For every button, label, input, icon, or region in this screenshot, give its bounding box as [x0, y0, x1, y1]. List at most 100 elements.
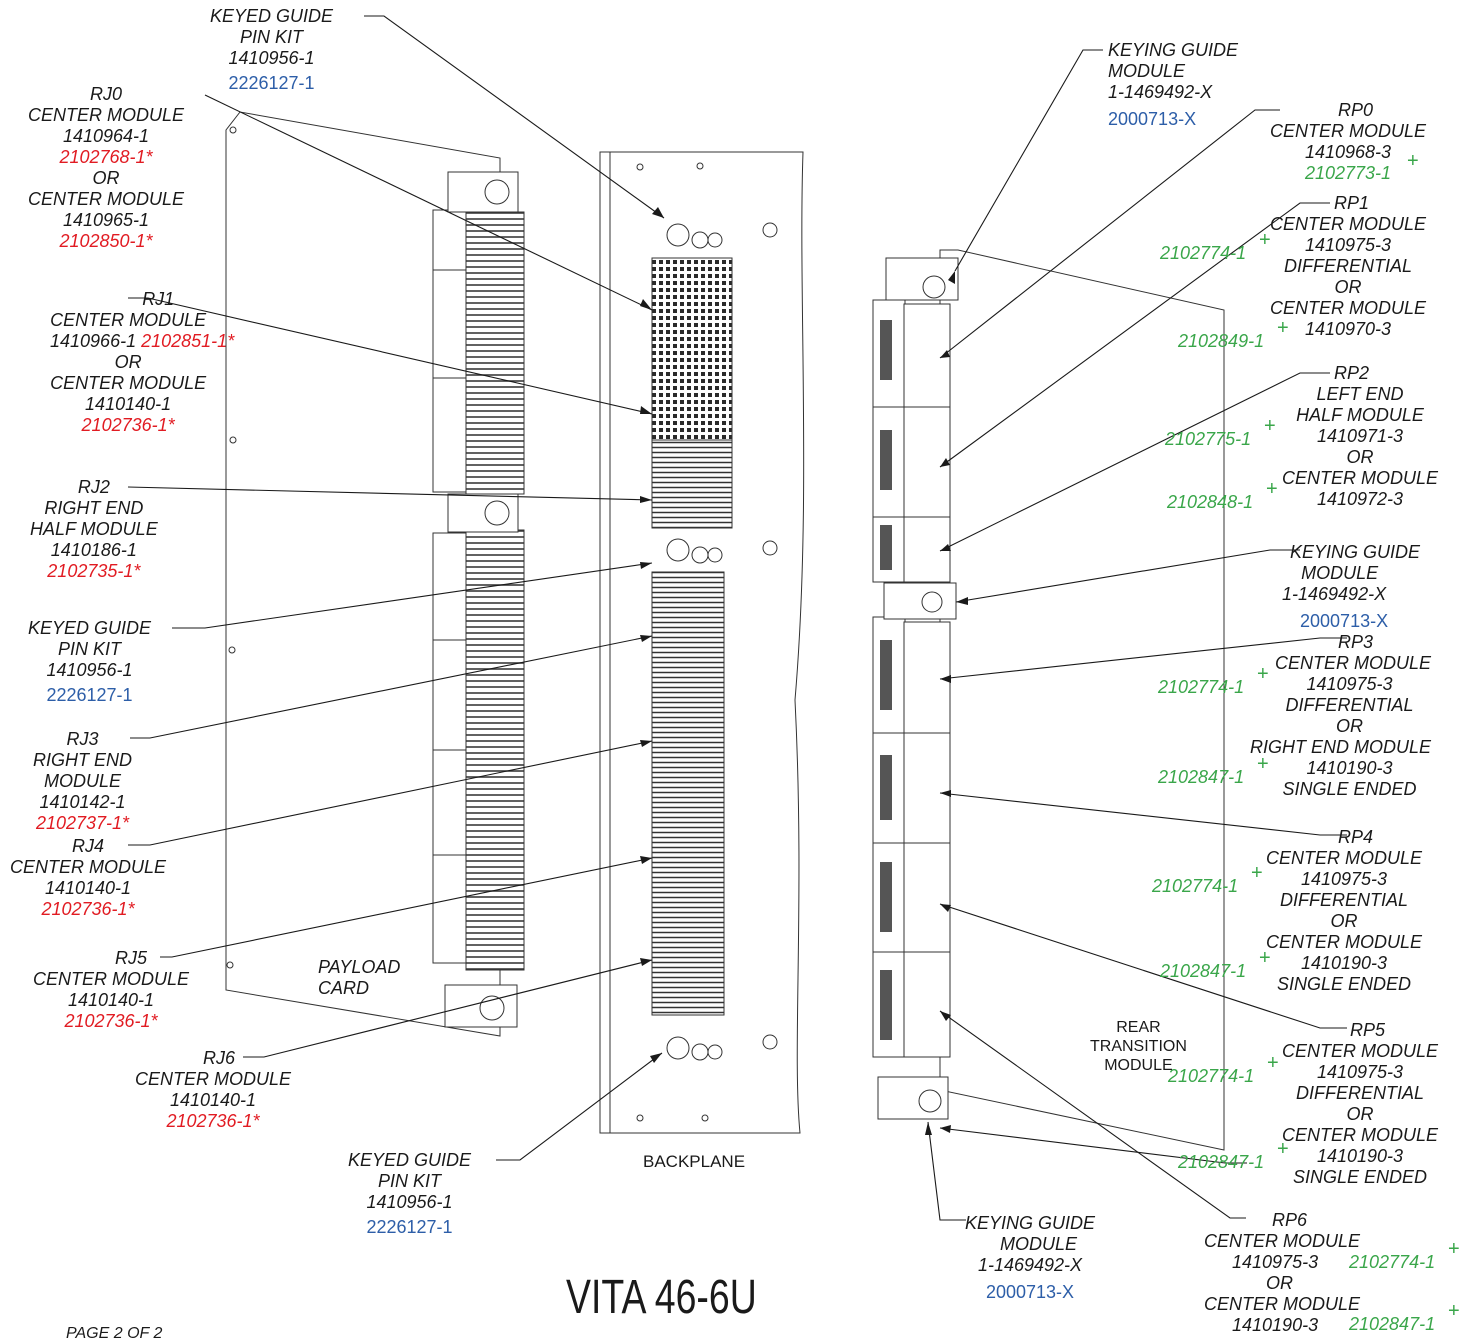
- rp1-line5: 1410970-3: [1304, 319, 1392, 339]
- keyed-guide-title: KEYED GUIDE: [348, 1150, 472, 1170]
- rp2-green1: 2102775-1: [1165, 429, 1252, 449]
- rp2-name: RP2: [1334, 363, 1370, 383]
- rp5-line3: DIFFERENTIAL: [1296, 1083, 1425, 1103]
- rj0-line3: CENTER MODULE: [28, 189, 185, 209]
- keyed-guide-part: 1410956-1: [228, 48, 315, 68]
- rj1-line3: CENTER MODULE: [50, 373, 207, 393]
- rp1-or: OR: [1334, 277, 1362, 297]
- keying-guide-blue-part: 2000713-X: [1108, 109, 1197, 129]
- rj6-red: 2102736-1*: [166, 1111, 260, 1131]
- keyed-guide-bottom-label: KEYED GUIDE PIN KIT 1410956-1 2226127-1: [348, 1150, 471, 1238]
- rp1-plus1: +: [1259, 229, 1271, 251]
- rp0-line1: CENTER MODULE: [1270, 121, 1427, 141]
- rp2-line3: 1410971-3: [1316, 426, 1404, 446]
- keyed-guide-blue-part: 2226127-1: [46, 685, 133, 705]
- rp6-green1: 2102774-1: [1349, 1252, 1436, 1272]
- rj5-line2: 1410140-1: [67, 990, 155, 1010]
- rj1-red2: 2102736-1*: [81, 415, 175, 435]
- rp4-or: OR: [1330, 911, 1358, 931]
- keyed-guide-pin-kit: PIN KIT: [58, 639, 122, 659]
- rj0-label: RJ0 CENTER MODULE 1410964-1 2102768-1* O…: [28, 84, 184, 252]
- rp3-plus1: +: [1257, 663, 1269, 685]
- rp3-line5: 1410190-3: [1306, 758, 1393, 778]
- keying-guide-part: 1-1469492-X: [977, 1255, 1083, 1275]
- rj4-line2: 1410140-1: [44, 878, 132, 898]
- rp4-green1: 2102774-1: [1152, 876, 1239, 896]
- rp2-plus1: +: [1264, 415, 1276, 437]
- keyed-guide-blue-part: 2226127-1: [228, 73, 315, 93]
- keyed-guide-title: KEYED GUIDE: [210, 6, 334, 26]
- rp3-line3: DIFFERENTIAL: [1285, 695, 1414, 715]
- rp1-name: RP1: [1334, 193, 1370, 213]
- rp4-plus2: +: [1259, 947, 1271, 969]
- rp0-line2: 1410968-3: [1304, 142, 1392, 162]
- rp4-label: RP4 CENTER MODULE 1410975-3 DIFFERENTIAL…: [1266, 827, 1422, 995]
- rp6-line1: CENTER MODULE: [1204, 1231, 1361, 1251]
- rj4-label: RJ4 CENTER MODULE 1410140-1 2102736-1*: [10, 836, 166, 920]
- rp3-label: RP3 CENTER MODULE 1410975-3 DIFFERENTIAL…: [1250, 632, 1431, 800]
- rp2-green2: 2102848-1: [1167, 492, 1254, 512]
- backplane: [599, 151, 805, 1134]
- rtm-keying-blocks: [877, 257, 959, 1120]
- rj3-line1: RIGHT END: [33, 750, 132, 770]
- rj3-line3: 1410142-1: [39, 792, 126, 812]
- rear-transition-module: [939, 249, 1225, 1151]
- keying-guide-top-label: KEYING GUIDE MODULE 1-1469492-X 2000713-…: [1108, 40, 1238, 130]
- rj1-or: OR: [114, 352, 142, 372]
- payload-card-label: PAYLOAD CARD: [318, 957, 400, 999]
- rp4-plus1: +: [1251, 862, 1263, 884]
- rp1-label: RP1 CENTER MODULE 1410975-3 DIFFERENTIAL…: [1270, 193, 1426, 340]
- rp0-label: RP0 CENTER MODULE 1410968-3 2102773-1: [1270, 100, 1426, 184]
- rp1-green2: 2102849-1: [1178, 331, 1265, 351]
- payload-line2: CARD: [318, 978, 370, 998]
- rp6-name: RP6: [1272, 1210, 1308, 1230]
- rp2-line5: 1410972-3: [1316, 489, 1404, 509]
- rp3-line4: RIGHT END MODULE: [1250, 737, 1432, 757]
- rp2-or: OR: [1346, 447, 1374, 467]
- rj0-line2: 1410964-1: [62, 126, 150, 146]
- rj6-line1: CENTER MODULE: [135, 1069, 292, 1089]
- keyed-guide-title: KEYED GUIDE: [28, 618, 152, 638]
- keying-guide-title: KEYING GUIDE: [965, 1213, 1096, 1233]
- payload-guide-blocks: [444, 171, 519, 1028]
- rp5-green2: 2102847-1: [1178, 1152, 1265, 1172]
- keying-guide-module: MODULE: [1108, 61, 1186, 81]
- rp4-name: RP4: [1338, 827, 1374, 847]
- rj4-red: 2102736-1*: [41, 899, 135, 919]
- rj5-red: 2102736-1*: [64, 1011, 158, 1031]
- rp6-green2: 2102847-1: [1349, 1314, 1436, 1334]
- keying-guide-blue-part: 2000713-X: [985, 1282, 1075, 1302]
- rj1-line2: 1410966-1: [50, 331, 137, 351]
- leader-lines: [127, 15, 1347, 1221]
- rp5-line6: SINGLE ENDED: [1292, 1167, 1428, 1187]
- rp6-plus1: +: [1448, 1238, 1460, 1260]
- rj1-name: RJ1: [142, 289, 175, 309]
- rp1-line3: DIFFERENTIAL: [1284, 256, 1413, 276]
- rj1-line1: CENTER MODULE: [50, 310, 207, 330]
- rj5-line1: CENTER MODULE: [33, 969, 190, 989]
- rp1-green1: 2102774-1: [1160, 243, 1247, 263]
- rp4-line5: 1410190-3: [1300, 953, 1388, 973]
- rp5-line1: CENTER MODULE: [1282, 1041, 1439, 1061]
- rtm-line1: REAR: [1116, 1019, 1161, 1036]
- rp0-green: 2102773-1: [1304, 163, 1392, 183]
- rp3-or: OR: [1336, 716, 1363, 736]
- keying-guide-blue-part: 2000713-X: [1300, 611, 1389, 631]
- rp6-line4: 1410190-3: [1232, 1315, 1319, 1335]
- rp5-line5: 1410190-3: [1316, 1146, 1404, 1166]
- rp6-line2: 1410975-3: [1232, 1252, 1319, 1272]
- rp4-green2: 2102847-1: [1160, 961, 1247, 981]
- rj3-red: 2102737-1*: [35, 813, 130, 833]
- rp3-line6: SINGLE ENDED: [1282, 779, 1417, 799]
- rj2-line3: 1410186-1: [50, 540, 137, 560]
- rp5-plus1: +: [1267, 1052, 1279, 1074]
- rp3-green1: 2102774-1: [1158, 677, 1245, 697]
- keyed-guide-pin-kit: PIN KIT: [378, 1171, 442, 1191]
- rp0-plus: +: [1407, 150, 1419, 172]
- rp5-label: RP5 CENTER MODULE 1410975-3 DIFFERENTIAL…: [1282, 1020, 1438, 1188]
- rp5-line4: CENTER MODULE: [1282, 1125, 1439, 1145]
- keying-guide-module: MODULE: [1301, 563, 1379, 583]
- rj1-red1: 2102851-1*: [141, 331, 235, 351]
- rj0-line1: CENTER MODULE: [28, 105, 185, 125]
